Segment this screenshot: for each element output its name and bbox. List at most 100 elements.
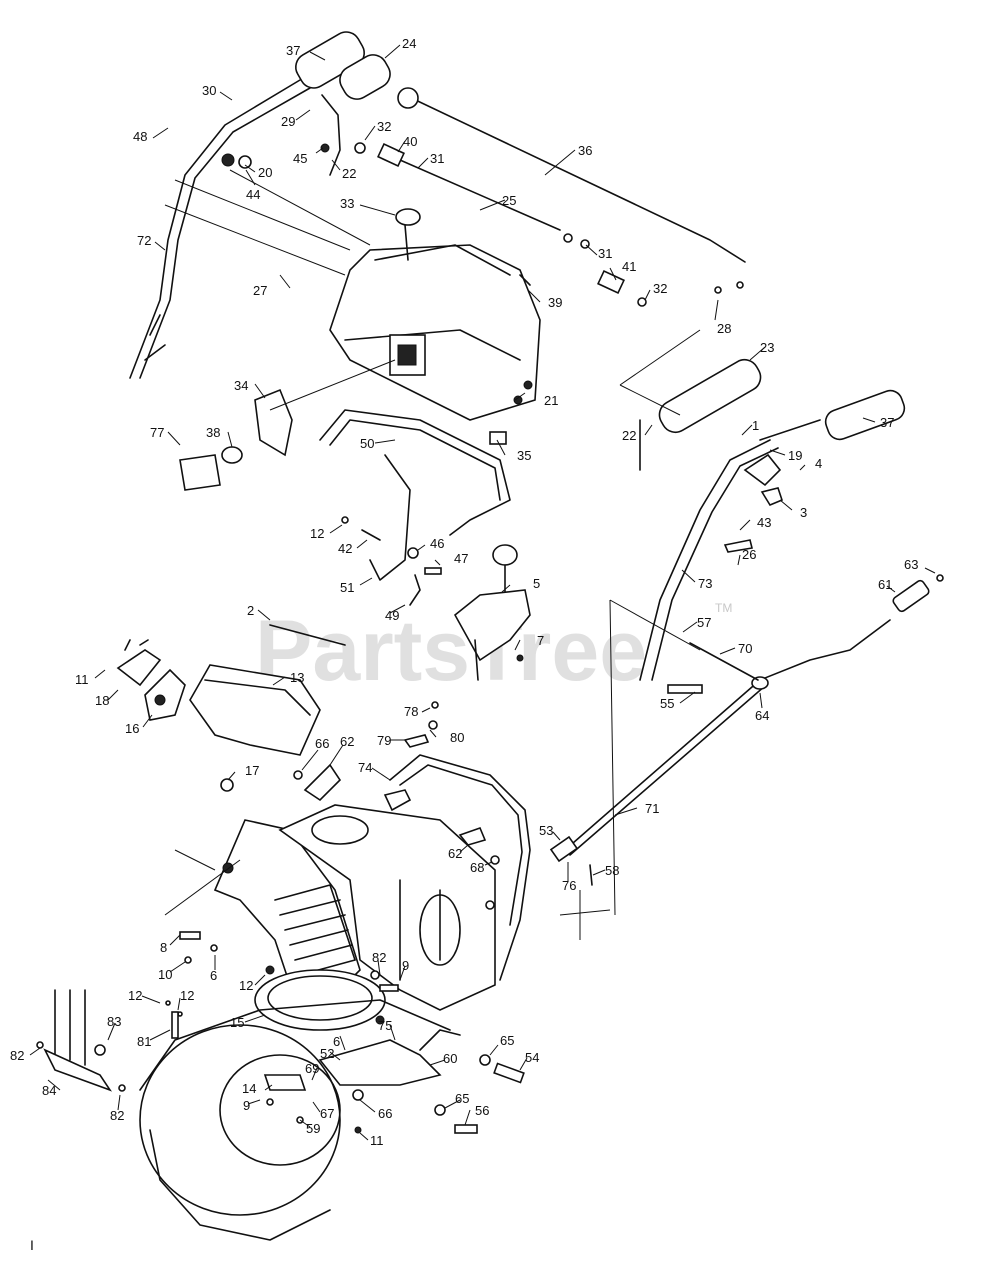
part-label: 52	[320, 1046, 334, 1061]
auger-scraper	[36, 989, 126, 1092]
part-label: 44	[246, 187, 260, 202]
part-label: 58	[605, 863, 619, 878]
part-label: 82	[372, 950, 386, 965]
part-label: 21	[544, 393, 558, 408]
part-label: 6	[210, 968, 217, 983]
part-label: 8	[160, 940, 167, 955]
part-label: 45	[293, 151, 307, 166]
part-label: 67	[320, 1106, 334, 1121]
dash-panel	[329, 208, 541, 421]
mounting-bracket	[319, 409, 511, 536]
part-label: 13	[290, 670, 304, 685]
part-label: 62	[340, 734, 354, 749]
part-label: 66	[378, 1106, 392, 1121]
part-label: 55	[660, 696, 674, 711]
part-label: 37	[286, 43, 300, 58]
rod	[269, 624, 346, 646]
part-label: 53	[539, 823, 553, 838]
lever-bracket	[341, 454, 442, 606]
part-label: 19	[788, 448, 802, 463]
part-label: 77	[150, 425, 164, 440]
dashed-leader	[164, 599, 701, 940]
part-label: 2	[247, 603, 254, 618]
part-label: 18	[95, 693, 109, 708]
part-label: 31	[430, 151, 444, 166]
part-label: 62	[448, 846, 462, 861]
part-label: 81	[137, 1034, 151, 1049]
part-label: 75	[378, 1018, 392, 1033]
watermark-trademark: TM	[715, 601, 732, 615]
part-label: 47	[454, 551, 468, 566]
part-label: 41	[622, 259, 636, 274]
part-label: 78	[404, 704, 418, 719]
part-label: 72	[137, 233, 151, 248]
part-labels: 37 24 30 48 29 32 45 40 31 36 20 22 44 3…	[10, 36, 918, 1148]
bracket	[303, 763, 342, 802]
part-label: 32	[653, 281, 667, 296]
label-leaders	[29, 44, 936, 1141]
part-label: 12	[180, 988, 194, 1003]
chute-mount-bracket	[263, 1029, 525, 1134]
part-label: 28	[717, 321, 731, 336]
part-label: 51	[340, 580, 354, 595]
part-label: 6	[333, 1034, 340, 1049]
part-label: 49	[385, 608, 399, 623]
part-label: 35	[517, 448, 531, 463]
part-label: 56	[475, 1103, 489, 1118]
part-label: 3	[800, 505, 807, 520]
chute-crank	[549, 574, 944, 886]
part-label: 23	[760, 340, 774, 355]
part-label: 50	[360, 436, 374, 451]
part-label: 37	[880, 415, 894, 430]
part-label: 74	[358, 760, 372, 775]
part-label: 82	[110, 1108, 124, 1123]
part-label: 59	[306, 1121, 320, 1136]
upper-right-handle	[639, 358, 906, 681]
chute-rods	[354, 87, 746, 307]
part-label: 71	[645, 801, 659, 816]
part-label: 66	[315, 736, 329, 751]
washer	[220, 778, 234, 792]
part-label: 38	[206, 425, 220, 440]
part-label: 83	[107, 1014, 121, 1029]
part-label: 20	[258, 165, 272, 180]
part-label: 9	[402, 958, 409, 973]
part-label: 40	[403, 134, 417, 149]
part-label: 54	[525, 1050, 539, 1065]
part-label: 43	[757, 515, 771, 530]
part-label: 64	[755, 708, 769, 723]
part-label: 84	[42, 1083, 56, 1098]
part-label: 79	[377, 733, 391, 748]
part-label: 61	[878, 577, 892, 592]
watermark: PartsTree	[255, 603, 647, 699]
shift-lever	[453, 544, 531, 681]
part-label: 10	[158, 967, 172, 982]
part-label: 27	[253, 283, 267, 298]
part-label: 12	[310, 526, 324, 541]
misc-fasteners	[165, 931, 399, 1124]
part-label: 68	[470, 860, 484, 875]
lower-handle	[383, 701, 531, 981]
page-marker: I	[30, 1237, 34, 1253]
engine	[278, 804, 496, 1011]
part-label: 31	[598, 246, 612, 261]
part-label: 12	[239, 978, 253, 993]
part-label: 16	[125, 721, 139, 736]
part-label: 65	[455, 1091, 469, 1106]
upper-left-handle	[129, 31, 391, 379]
part-label: 69	[305, 1061, 319, 1076]
part-label: 80	[450, 730, 464, 745]
washer	[293, 770, 303, 780]
part-label: 4	[815, 456, 822, 471]
part-label: 15	[230, 1015, 244, 1030]
light-assembly	[179, 359, 396, 491]
part-label: 5	[533, 576, 540, 591]
part-label: 82	[10, 1048, 24, 1063]
part-label: 39	[548, 295, 562, 310]
part-label: 76	[562, 878, 576, 893]
part-label: 11	[370, 1133, 384, 1148]
part-label: 22	[622, 428, 636, 443]
part-label: 29	[281, 114, 295, 129]
part-label: 14	[242, 1081, 256, 1096]
part-label: 73	[698, 576, 712, 591]
